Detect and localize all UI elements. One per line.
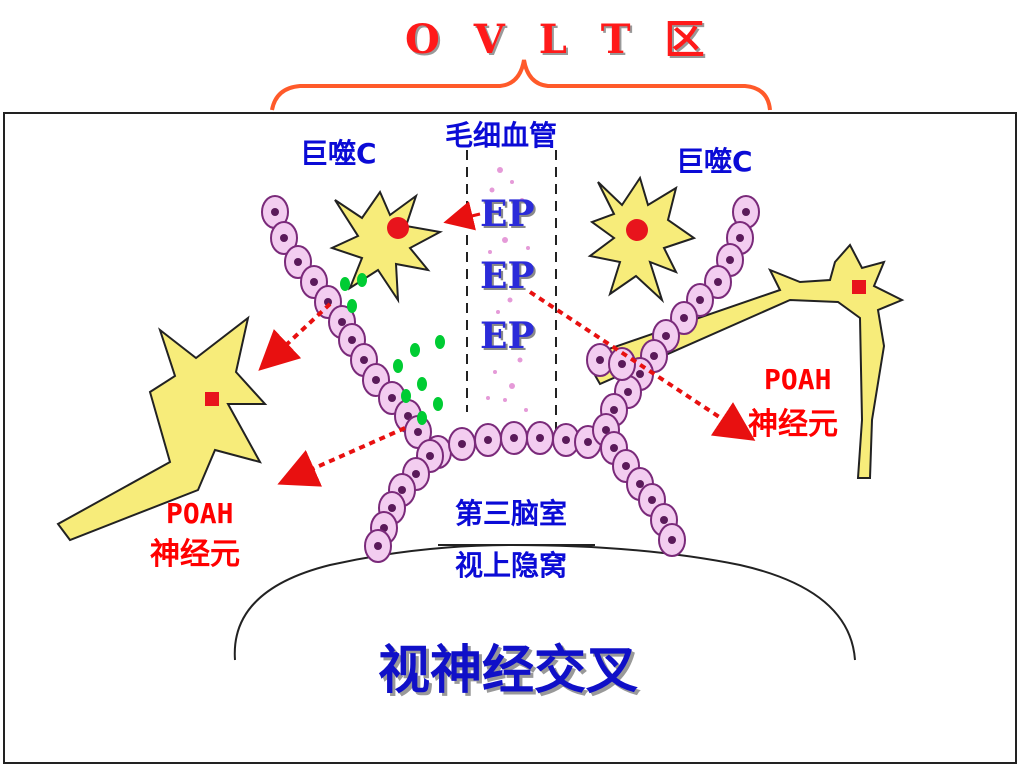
ep-granules bbox=[340, 273, 445, 425]
ependymal-nucleus bbox=[668, 536, 676, 544]
ependymal-nucleus bbox=[624, 388, 632, 396]
ependymal-nucleus bbox=[484, 436, 492, 444]
ependymal-nucleus bbox=[458, 440, 466, 448]
label-third-ventricle: 第三脑室 bbox=[455, 497, 568, 530]
ependymal-nucleus bbox=[388, 394, 396, 402]
ependymal-nucleus bbox=[562, 436, 570, 444]
ependymal-nucleus bbox=[271, 208, 279, 216]
ependymal-nucleus bbox=[742, 208, 750, 216]
ependymal-nucleus bbox=[622, 462, 630, 470]
poah-neuron-right bbox=[590, 243, 905, 479]
ependymal-nucleus bbox=[736, 234, 744, 242]
capillary-blood bbox=[486, 167, 530, 412]
ependymal-nucleus bbox=[662, 332, 670, 340]
label-capillary: 毛细血管 bbox=[445, 119, 558, 152]
ependymal-nucleus bbox=[610, 444, 618, 452]
ependymal-nucleus bbox=[610, 406, 618, 414]
ependymal-nucleus bbox=[414, 428, 422, 436]
macrophage-right-nucleus bbox=[626, 219, 648, 241]
ependymal-nucleus bbox=[338, 318, 346, 326]
label-macrophage-left: 巨噬C bbox=[300, 137, 377, 170]
ependymal-nucleus bbox=[596, 356, 604, 364]
label-neuron-right: 神经元 bbox=[748, 407, 838, 442]
label-optic-chiasm: 视神经交叉 bbox=[378, 641, 639, 701]
ependymal-nucleus bbox=[426, 452, 434, 460]
ependymal-nucleus bbox=[648, 496, 656, 504]
ependymal-nucleus bbox=[510, 434, 518, 442]
poah-neuron-right-nucleus bbox=[852, 280, 866, 294]
label-neuron-left: 神经元 bbox=[150, 537, 240, 572]
ependymal-nucleus bbox=[584, 438, 592, 446]
macrophage-left bbox=[329, 189, 444, 304]
label-ep-3: EP bbox=[480, 315, 535, 357]
ependymal-nucleus bbox=[398, 486, 406, 494]
ependymal-nucleus bbox=[660, 516, 668, 524]
ependymal-nucleus bbox=[714, 278, 722, 286]
poah-neuron-left bbox=[56, 315, 268, 542]
label-poah-right: POAH bbox=[764, 363, 832, 396]
ependymal-nucleus bbox=[650, 352, 658, 360]
ependymal-nucleus bbox=[374, 542, 382, 550]
ependymal-nucleus bbox=[602, 426, 610, 434]
poah-neuron-left-nucleus bbox=[205, 392, 219, 406]
ependymal-nucleus bbox=[412, 470, 420, 478]
ependymal-nucleus bbox=[294, 258, 302, 266]
ependymal-nucleus bbox=[372, 376, 380, 384]
ependymal-cell-layer bbox=[261, 195, 760, 563]
ependymal-nucleus bbox=[636, 480, 644, 488]
label-ep-2: EP bbox=[480, 255, 535, 297]
label-poah-left: POAH bbox=[166, 497, 234, 530]
ependymal-nucleus bbox=[636, 370, 644, 378]
arrow-to-poah-left-upper bbox=[258, 302, 332, 371]
ependymal-nucleus bbox=[360, 356, 368, 364]
arrow-to-poah-left-lower bbox=[277, 426, 406, 487]
ependymal-nucleus bbox=[680, 314, 688, 322]
macrophage-left-nucleus bbox=[387, 217, 409, 239]
arrow-ep-to-macrophage bbox=[443, 201, 481, 231]
label-optic-recess: 视上隐窝 bbox=[455, 549, 568, 582]
arrow-ep-to-poah-right bbox=[528, 290, 756, 441]
diagram-frame bbox=[3, 112, 1017, 764]
ovlt-title: O V L T 区 bbox=[405, 16, 715, 63]
label-ep-1: EP bbox=[480, 193, 535, 235]
ependymal-nucleus bbox=[348, 336, 356, 344]
ependymal-nucleus bbox=[404, 412, 412, 420]
ependymal-nucleus bbox=[388, 504, 396, 512]
ependymal-nucleus bbox=[536, 434, 544, 442]
ependymal-nucleus bbox=[696, 296, 704, 304]
label-macrophage-right: 巨噬C bbox=[676, 145, 753, 178]
ependymal-nucleus bbox=[618, 360, 626, 368]
ependymal-nucleus bbox=[726, 256, 734, 264]
ovlt-brace bbox=[270, 59, 772, 111]
ependymal-nucleus bbox=[280, 234, 288, 242]
ependymal-nucleus bbox=[310, 278, 318, 286]
